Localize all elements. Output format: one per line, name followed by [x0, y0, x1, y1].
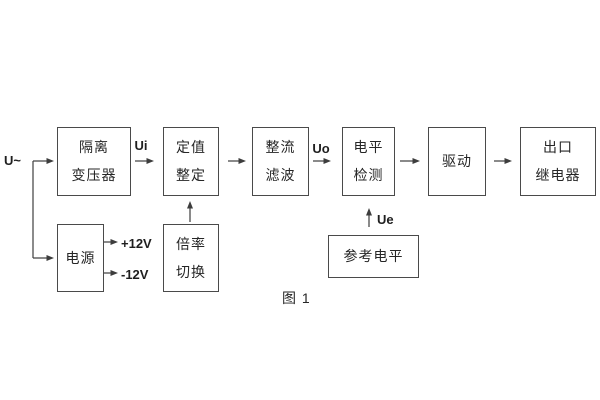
label-uo: Uo: [312, 141, 330, 156]
block-text-line2: 滤波: [265, 167, 296, 183]
label-ui: Ui: [134, 138, 148, 153]
block-text-line1: 整流: [265, 139, 296, 155]
block-text-line1: 定值: [176, 139, 206, 155]
block-output-relay: 出口 继电器: [520, 127, 596, 196]
block-level-detect: 电平 检测: [342, 127, 395, 196]
block-text-line1: 倍率: [176, 235, 206, 252]
label-neg-12v: -12V: [121, 267, 149, 282]
block-power-supply: 电源: [57, 224, 104, 292]
block-text-line2: 整定: [176, 167, 206, 183]
block-reference-level: 参考电平: [328, 235, 419, 278]
block-text: 驱动: [442, 153, 472, 169]
block-text-line1: 电平: [353, 139, 384, 155]
block-text-line2: 切换: [176, 263, 206, 280]
block-setting: 定值 整定: [163, 127, 219, 196]
block-text-line2: 变压器: [71, 167, 117, 183]
block-rectifier-filter: 整流 滤波: [252, 127, 309, 196]
label-pos-12v: +12V: [121, 236, 152, 251]
block-driver: 驱动: [428, 127, 486, 196]
figure-caption: 图 1: [282, 290, 311, 306]
block-text-line2: 继电器: [535, 167, 581, 183]
block-ratio-switch: 倍率 切换: [163, 224, 219, 292]
block-text-line1: 出口: [543, 139, 573, 155]
block-text-line2: 检测: [353, 167, 384, 183]
block-text-line1: 隔离: [79, 139, 109, 155]
label-ue: Ue: [377, 212, 394, 227]
label-u-input: U~: [4, 153, 21, 168]
block-isolation-transformer: 隔离 变压器: [57, 127, 131, 196]
block-text: 电源: [65, 249, 96, 266]
block-text: 参考电平: [343, 248, 404, 264]
